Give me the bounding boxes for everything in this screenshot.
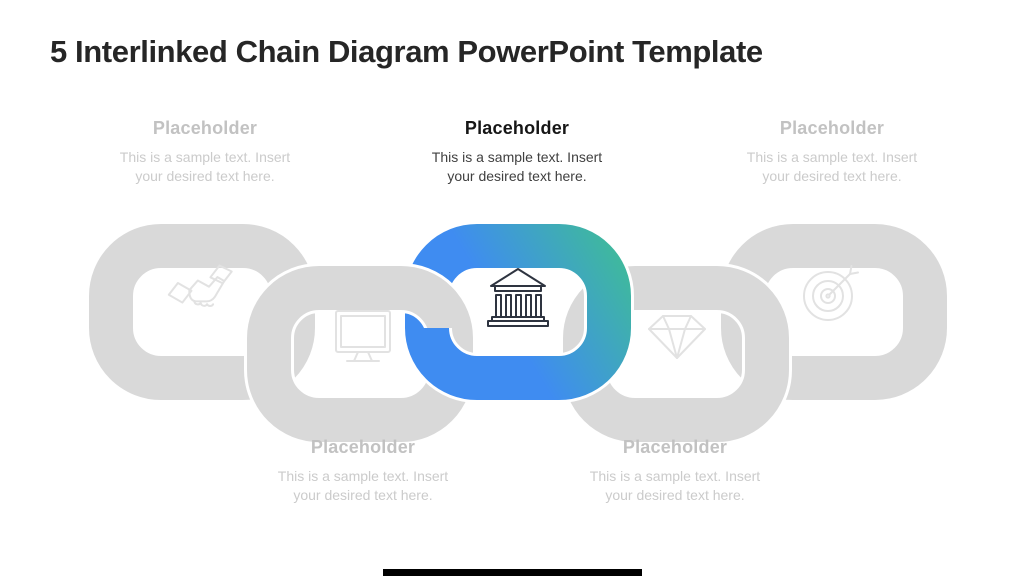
placeholder-block-1: Placeholder This is a sample text. Inser… [93,118,317,186]
placeholder-block-2: Placeholder This is a sample text. Inser… [251,437,475,505]
placeholder-body: This is a sample text. Insert your desir… [119,149,291,184]
placeholder-heading: Placeholder [622,437,728,457]
placeholder-heading: Placeholder [779,118,885,138]
monitor-icon [335,310,391,362]
placeholder-block-5: Placeholder This is a sample text. Inser… [720,118,944,186]
placeholder-body: This is a sample text. Insert your desir… [746,149,918,184]
bank-icon [487,268,549,327]
placeholder-block-4: Placeholder This is a sample text. Inser… [563,437,787,505]
placeholder-heading: Placeholder [464,118,570,138]
bottom-black-bar [383,569,642,576]
placeholder-block-3: Placeholder This is a sample text. Inser… [405,118,629,186]
diamond-icon [648,315,706,359]
placeholder-body: This is a sample text. Insert your desir… [277,468,449,503]
placeholder-body: This is a sample text. Insert your desir… [589,468,761,503]
target-icon [803,265,859,321]
placeholder-body: This is a sample text. Insert your desir… [431,149,603,184]
placeholder-heading: Placeholder [310,437,416,457]
placeholder-heading: Placeholder [152,118,258,138]
page-title: 5 Interlinked Chain Diagram PowerPoint T… [50,34,763,69]
handshake-icon [167,264,233,307]
